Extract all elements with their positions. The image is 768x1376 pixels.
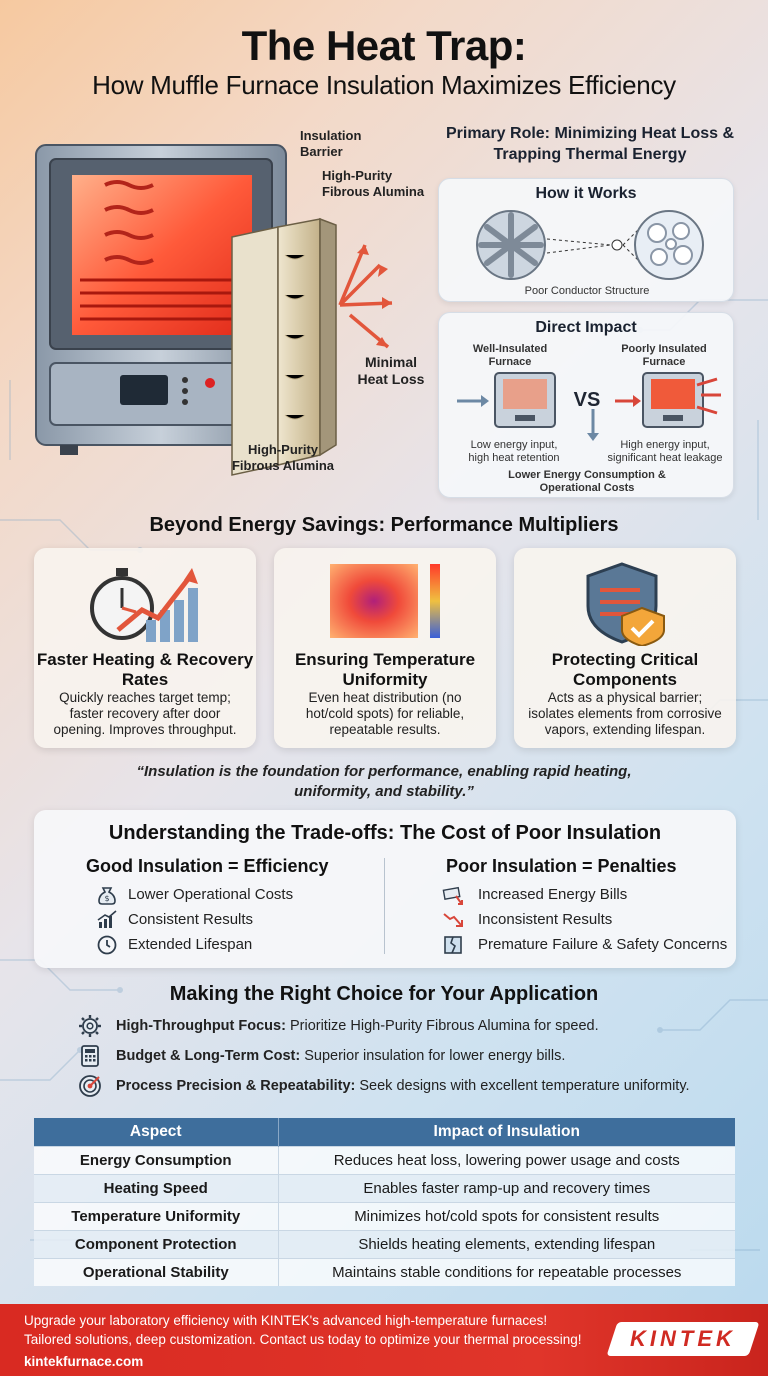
table-cell-impact: Enables faster ramp-up and recovery time… — [278, 1173, 735, 1202]
page-subtitle: How Muffle Furnace Insulation Maximizes … — [92, 70, 676, 100]
table-cell-impact: Maintains stable conditions for repeatab… — [278, 1257, 735, 1286]
table-cell-aspect: Energy Consumption — [34, 1145, 279, 1174]
primary-role-title: Primary Role: Minimizing Heat Loss & Tra… — [445, 125, 735, 163]
card-title: Faster Heating & Recovery Rates — [36, 650, 254, 689]
choice-bold: High-Throughput Focus: — [116, 1018, 286, 1034]
table-cell-impact: Shields heating elements, extending life… — [278, 1229, 735, 1258]
choice-item: Budget & Long-Term Cost: Superior insula… — [116, 1044, 565, 1068]
how-it-works-caption: Poor Conductor Structure — [524, 285, 650, 297]
poorly-insulated-label: Poorly Insulated Furnace — [621, 343, 707, 368]
page-title: The Heat Trap: — [241, 22, 527, 69]
card-protection: Protecting Critical Components Acts as a… — [514, 548, 736, 748]
choice-bold: Process Precision & Repeatability: — [116, 1078, 356, 1094]
poor-item: Premature Failure & Safety Concerns — [478, 936, 728, 953]
vs-label: VS — [573, 389, 601, 411]
label-alumina-top: High-Purity Fibrous Alumina — [322, 168, 425, 199]
impact-bottom-caption: Lower Energy Consumption & Operational C… — [508, 469, 666, 494]
table-header-impact: Impact of Insulation — [278, 1118, 735, 1146]
fiber-structure-icon — [476, 210, 704, 280]
tradeoffs-panel: Understanding the Trade-offs: The Cost o… — [34, 810, 736, 968]
footer-line-2: Tailored solutions, deep customization. … — [24, 1332, 582, 1347]
table-cell-aspect: Component Protection — [34, 1229, 279, 1258]
card-text: Even heat distribution (no hot/cold spot… — [305, 690, 465, 737]
good-insulation-title: Good Insulation = Efficiency — [86, 856, 329, 876]
poorly-insulated-caption: High energy input, significant heat leak… — [607, 439, 723, 464]
choice-text: Superior insulation for lower energy bil… — [300, 1048, 566, 1064]
choice-title: Making the Right Choice for Your Applica… — [169, 983, 599, 1005]
table-cell-aspect: Temperature Uniformity — [34, 1201, 279, 1230]
svg-text:$: $ — [104, 894, 109, 903]
footer-line-1: Upgrade your laboratory efficiency with … — [24, 1313, 548, 1328]
good-item: Lower Operational Costs — [128, 886, 294, 903]
how-it-works-title: How it Works — [535, 185, 637, 202]
good-item: Consistent Results — [128, 911, 254, 928]
quote: “Insulation is the foundation for perfor… — [136, 763, 632, 800]
well-insulated-caption: Low energy input, high heat retention — [468, 439, 560, 464]
divider — [384, 858, 385, 954]
bar-chart-icon — [97, 910, 117, 928]
choice-item: Process Precision & Repeatability: Seek … — [116, 1074, 690, 1098]
target-icon — [79, 1075, 101, 1097]
card-title: Ensuring Temperature Uniformity — [294, 650, 476, 689]
table-cell-aspect: Operational Stability — [34, 1257, 279, 1286]
tradeoffs-title: Understanding the Trade-offs: The Cost o… — [108, 822, 662, 844]
trend-down-icon — [443, 913, 463, 927]
choice-bold: Budget & Long-Term Cost: — [116, 1048, 301, 1064]
direct-impact-panel: Direct Impact Well-Insulated Furnace Poo… — [438, 312, 734, 498]
stopwatch-growth-icon — [90, 568, 198, 642]
well-insulated-label: Well-Insulated Furnace — [472, 343, 548, 368]
poor-item: Inconsistent Results — [478, 911, 613, 928]
card-text: Quickly reaches target temp; faster reco… — [53, 690, 237, 737]
gear-icon — [79, 1015, 101, 1037]
card-text: Acts as a physical barrier; isolates ele… — [528, 690, 722, 737]
choice-item: High-Throughput Focus: Prioritize High-P… — [116, 1014, 599, 1038]
how-it-works-panel: How it Works Poor Conductor Structure — [438, 178, 734, 302]
kintek-logo[interactable]: KINTEK — [630, 1326, 736, 1351]
footer-url-link[interactable]: kintekfurnace.com — [24, 1354, 144, 1369]
card-title: Protecting Critical Components — [551, 650, 699, 689]
card-faster-heating: Faster Heating & Recovery Rates Quickly … — [34, 548, 256, 748]
direct-impact-title: Direct Impact — [535, 319, 637, 336]
heatmap-icon — [330, 564, 440, 638]
label-alumina-bottom: High-Purity Fibrous Alumina — [231, 442, 335, 473]
label-insulation-barrier: Insulation Barrier — [300, 128, 362, 159]
clock-icon — [97, 935, 117, 955]
choice-text: Prioritize High-Purity Fibrous Alumina f… — [285, 1018, 599, 1034]
footer-banner: Upgrade your laboratory efficiency with … — [0, 1304, 768, 1376]
furnace-comparison-icon — [457, 372, 721, 441]
good-item: Extended Lifespan — [128, 936, 253, 953]
table-header-aspect: Aspect — [34, 1118, 279, 1146]
calculator-icon — [81, 1045, 99, 1067]
table-header-row: Aspect Impact of Insulation — [34, 1118, 735, 1146]
choice-text: Seek designs with excellent temperature … — [355, 1078, 690, 1094]
poor-item: Increased Energy Bills — [478, 886, 628, 903]
poor-insulation-title: Poor Insulation = Penalties — [446, 856, 677, 876]
table-cell-aspect: Heating Speed — [34, 1173, 279, 1202]
label-minimal-heat-loss: Minimal Heat Loss — [357, 354, 425, 387]
money-loss-icon — [442, 886, 463, 905]
impact-table: Aspect Impact of Insulation Energy Consu… — [34, 1118, 735, 1286]
card-uniformity: Ensuring Temperature Uniformity Even hea… — [274, 548, 496, 748]
money-bag-icon: $ — [98, 887, 116, 905]
broken-panel-icon — [444, 936, 462, 954]
multipliers-title: Beyond Energy Savings: Performance Multi… — [149, 514, 619, 536]
table-cell-impact: Reduces heat loss, lowering power usage … — [278, 1145, 735, 1174]
shield-icon — [586, 562, 665, 646]
table-cell-impact: Minimizes hot/cold spots for consistent … — [278, 1201, 735, 1230]
furnace-illustration — [35, 144, 393, 476]
